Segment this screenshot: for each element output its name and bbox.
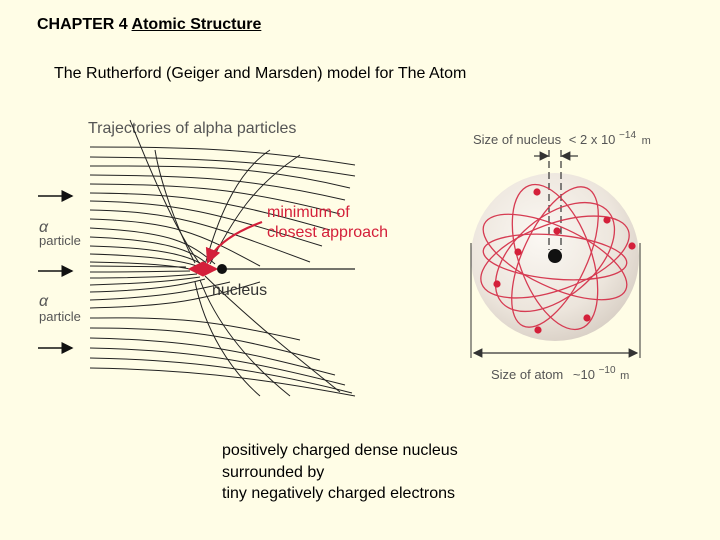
particle-label-2: particle bbox=[39, 309, 81, 324]
slide-subtitle: The Rutherford (Geiger and Marsden) mode… bbox=[54, 65, 467, 82]
caption-line-3: tiny negatively charged electrons bbox=[222, 485, 456, 502]
chapter-label: CHAPTER 4 bbox=[37, 16, 128, 33]
particle-label-1: particle bbox=[39, 233, 81, 248]
size-atom-label: Size of atom ~10 −10 m bbox=[491, 361, 629, 382]
electron bbox=[583, 314, 591, 322]
electron-orbits bbox=[480, 183, 630, 331]
nucleus-label: nucleus bbox=[212, 282, 267, 299]
min-approach-pointer bbox=[205, 220, 263, 265]
atom-nucleus bbox=[548, 249, 562, 263]
size-nucleus-label: Size of nucleus < 2 x 10 −14 m bbox=[473, 126, 651, 147]
trajectories-title: Trajectories of alpha particles bbox=[88, 120, 296, 137]
electron bbox=[603, 216, 611, 224]
alpha-symbol-1: α bbox=[39, 219, 49, 236]
electron bbox=[534, 326, 542, 334]
min-approach-label-1: minimum of bbox=[267, 204, 350, 221]
electron bbox=[533, 188, 541, 196]
nucleus-dot bbox=[217, 264, 227, 274]
rutherford-figure: Trajectories of alpha particles bbox=[38, 119, 651, 397]
chapter-title: Atomic Structure bbox=[131, 16, 262, 33]
caption-line-1: positively charged dense nucleus bbox=[222, 442, 458, 459]
electron bbox=[628, 242, 636, 250]
caption-line-2: surrounded by bbox=[222, 463, 325, 481]
alpha-trajectories bbox=[89, 119, 356, 397]
electron bbox=[514, 248, 522, 256]
caption: positively charged dense nucleus surroun… bbox=[222, 440, 458, 505]
atom-diagram: Size of nucleus < 2 x 10 −14 m bbox=[470, 126, 651, 382]
electron bbox=[553, 227, 561, 235]
alpha-symbol-2: α bbox=[39, 293, 49, 310]
chapter-heading: CHAPTER 4 Atomic Structure bbox=[37, 16, 261, 34]
min-approach-label-2: closest approach bbox=[267, 224, 388, 241]
electrons bbox=[493, 188, 636, 334]
electron bbox=[493, 280, 501, 288]
